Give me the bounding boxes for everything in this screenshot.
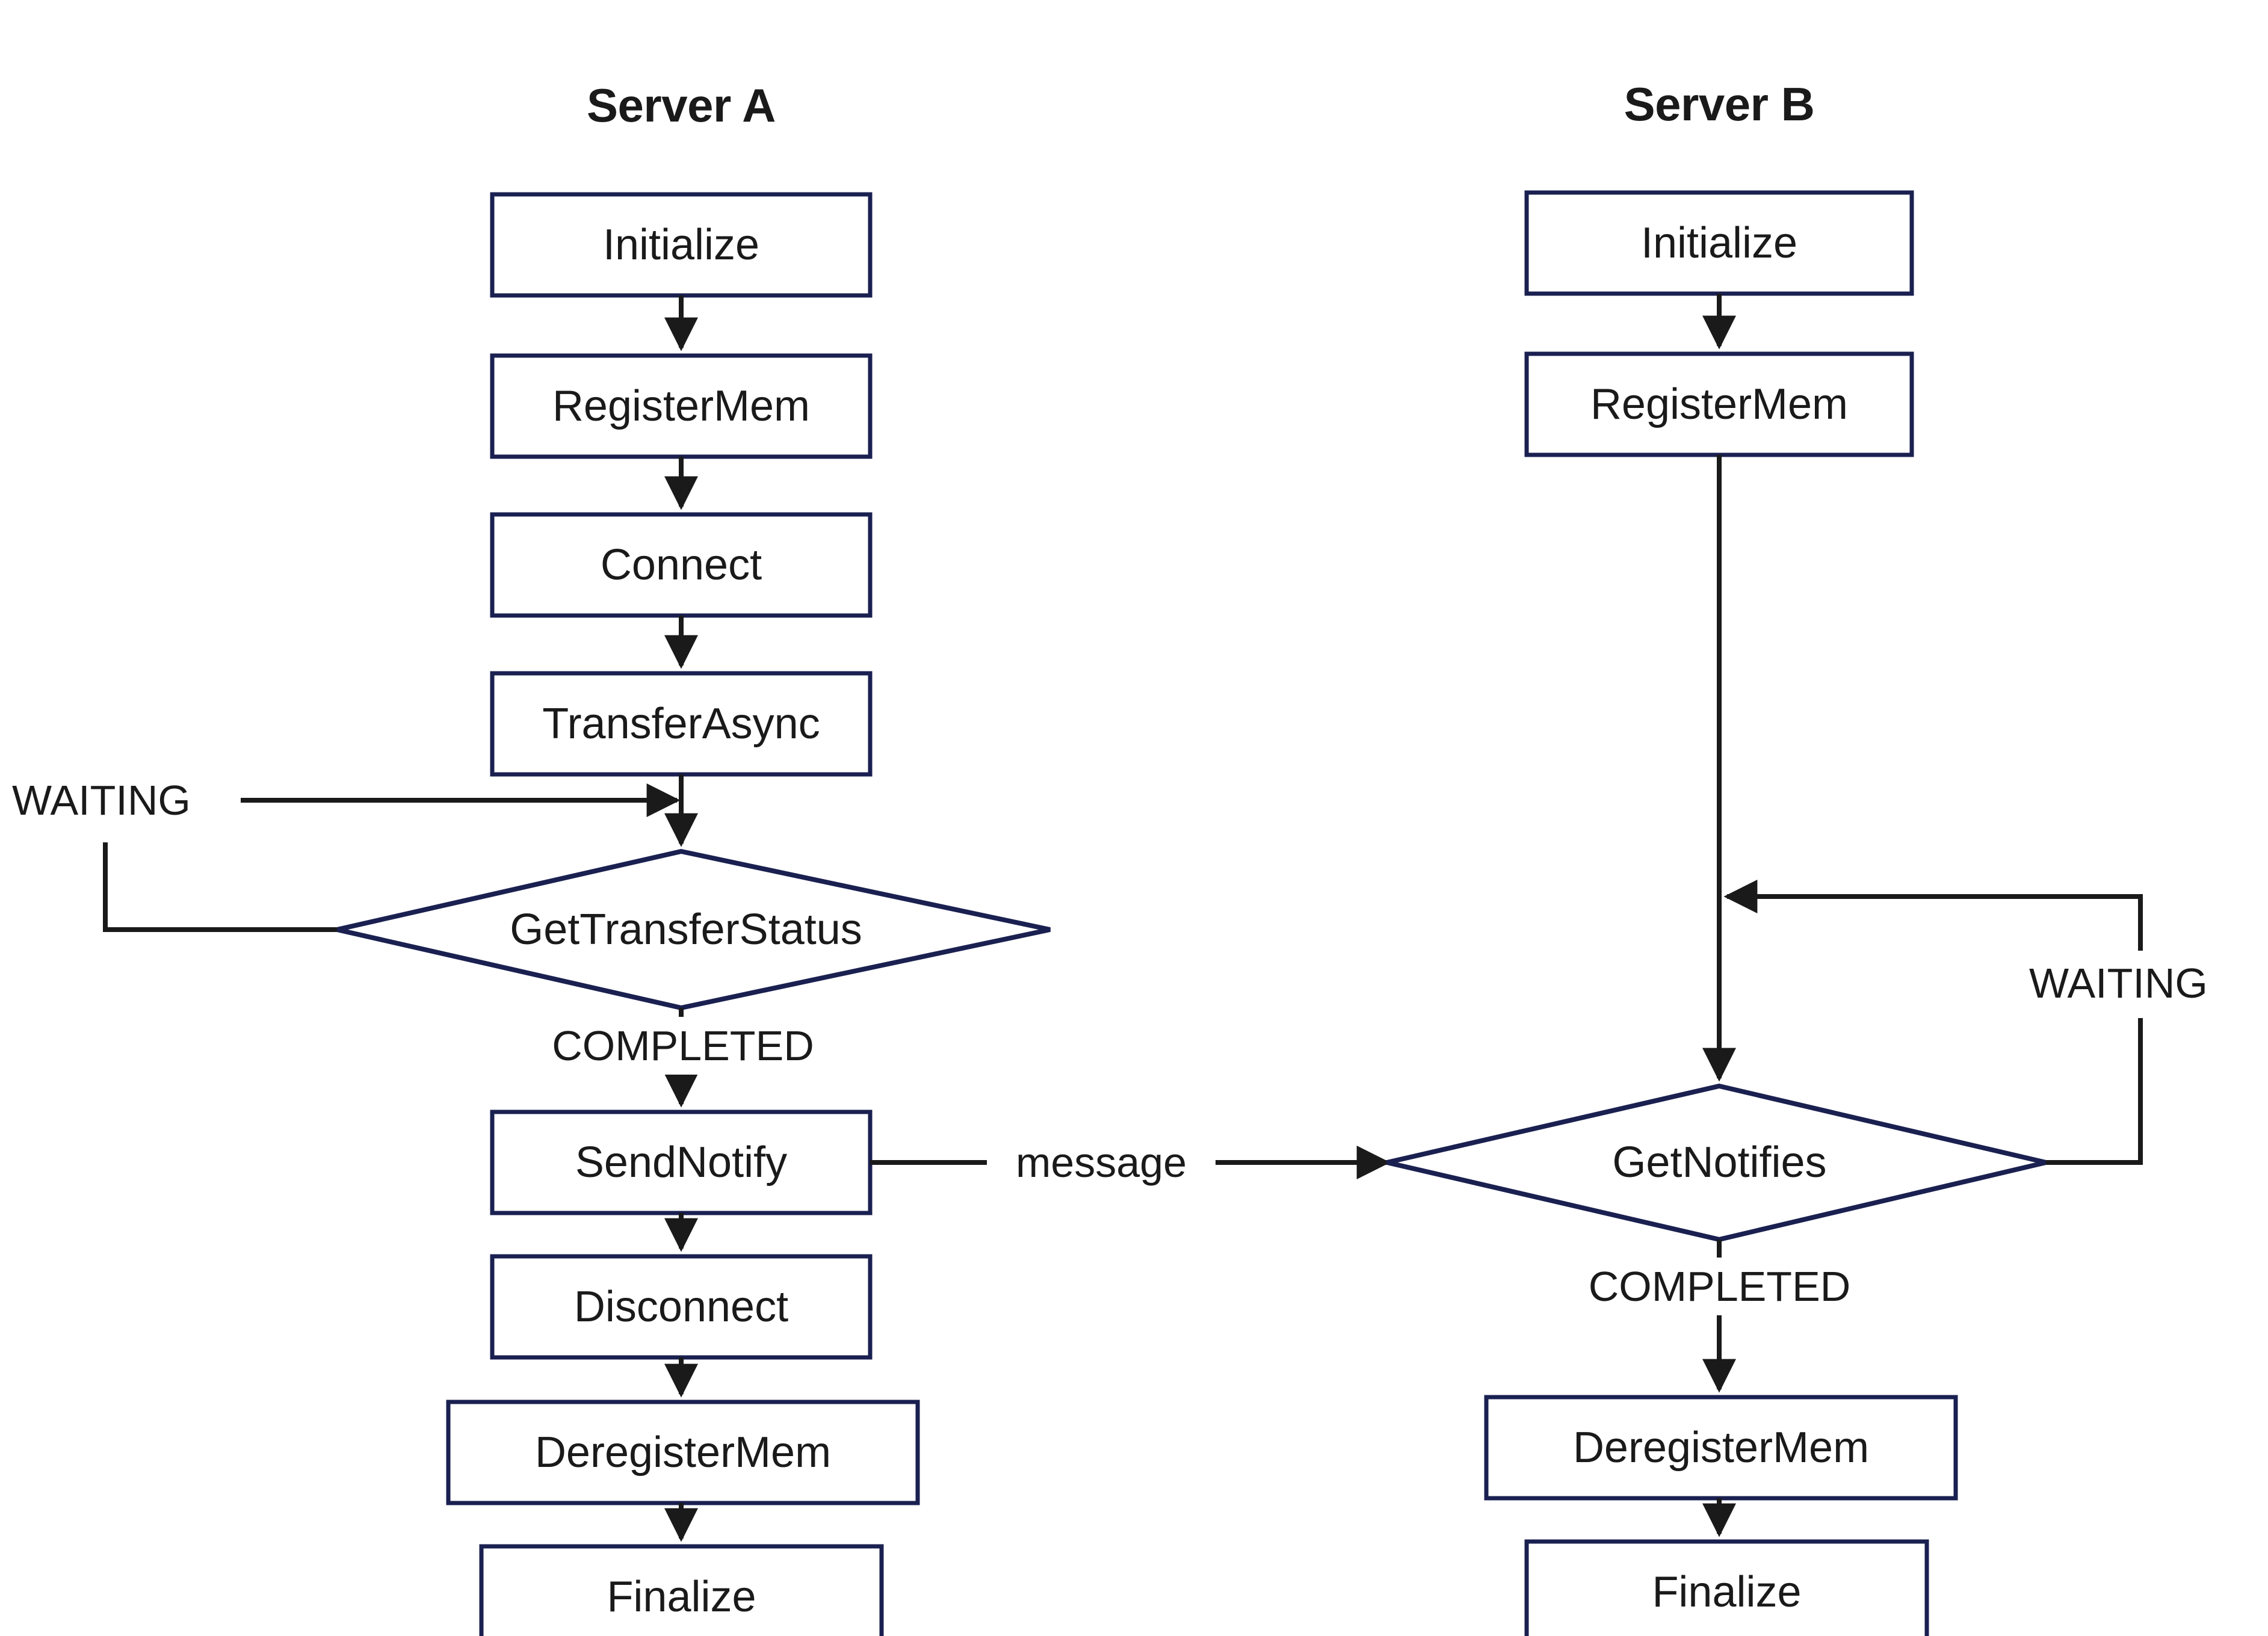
node-label-b-deregistermem: DeregisterMem (1572, 1424, 1870, 1472)
node-label-a-gettransferstatus: GetTransferStatus (510, 906, 862, 954)
node-label-b-registermem: RegisterMem (1590, 380, 1849, 428)
column-title-server-b: Server B (1624, 78, 1815, 131)
node-box-b-registermem[interactable] (1524, 351, 1914, 457)
edge-label-message: message (987, 1132, 1216, 1193)
edge-label-b-waiting: WAITING (2029, 954, 2267, 1013)
node-box-a-initialize[interactable] (490, 192, 873, 298)
node-label-a-sendnotify: SendNotify (575, 1138, 788, 1187)
node-label-b-finalize: Finalize (1652, 1568, 1802, 1616)
edge-label-a-completed: COMPLETED (499, 1017, 867, 1075)
edge-a-waiting-loop-return (103, 842, 337, 932)
edge-b-waiting-loop-return (2046, 1018, 2143, 1165)
node-label-a-connect: Connect (600, 541, 762, 589)
edge-label-b-completed: COMPLETED (1534, 1258, 1905, 1315)
node-box-a-transferasync[interactable] (490, 671, 873, 777)
node-box-a-finalize[interactable] (479, 1544, 884, 1636)
node-box-b-finalize[interactable] (1524, 1539, 1929, 1636)
node-label-b-initialize: Initialize (1640, 219, 1798, 267)
node-label-a-transferasync: TransferAsync (542, 700, 820, 748)
node-box-a-registermem[interactable] (490, 353, 873, 459)
node-box-a-disconnect[interactable] (490, 1254, 873, 1360)
node-label-a-initialize: Initialize (602, 221, 760, 269)
node-box-b-deregistermem[interactable] (1484, 1395, 1958, 1501)
node-label-a-deregistermem: DeregisterMem (534, 1428, 832, 1477)
column-title-server-a: Server A (587, 79, 776, 132)
edge-b-waiting-loop-entry (1723, 880, 2143, 951)
node-label-a-disconnect: Disconnect (573, 1283, 789, 1331)
node-label-a-finalize: Finalize (607, 1573, 756, 1621)
node-label-a-registermem: RegisterMem (552, 382, 811, 430)
node-label-b-getnotifies: GetNotifies (1612, 1138, 1827, 1187)
edge-label-a-waiting: WAITING (12, 771, 241, 830)
